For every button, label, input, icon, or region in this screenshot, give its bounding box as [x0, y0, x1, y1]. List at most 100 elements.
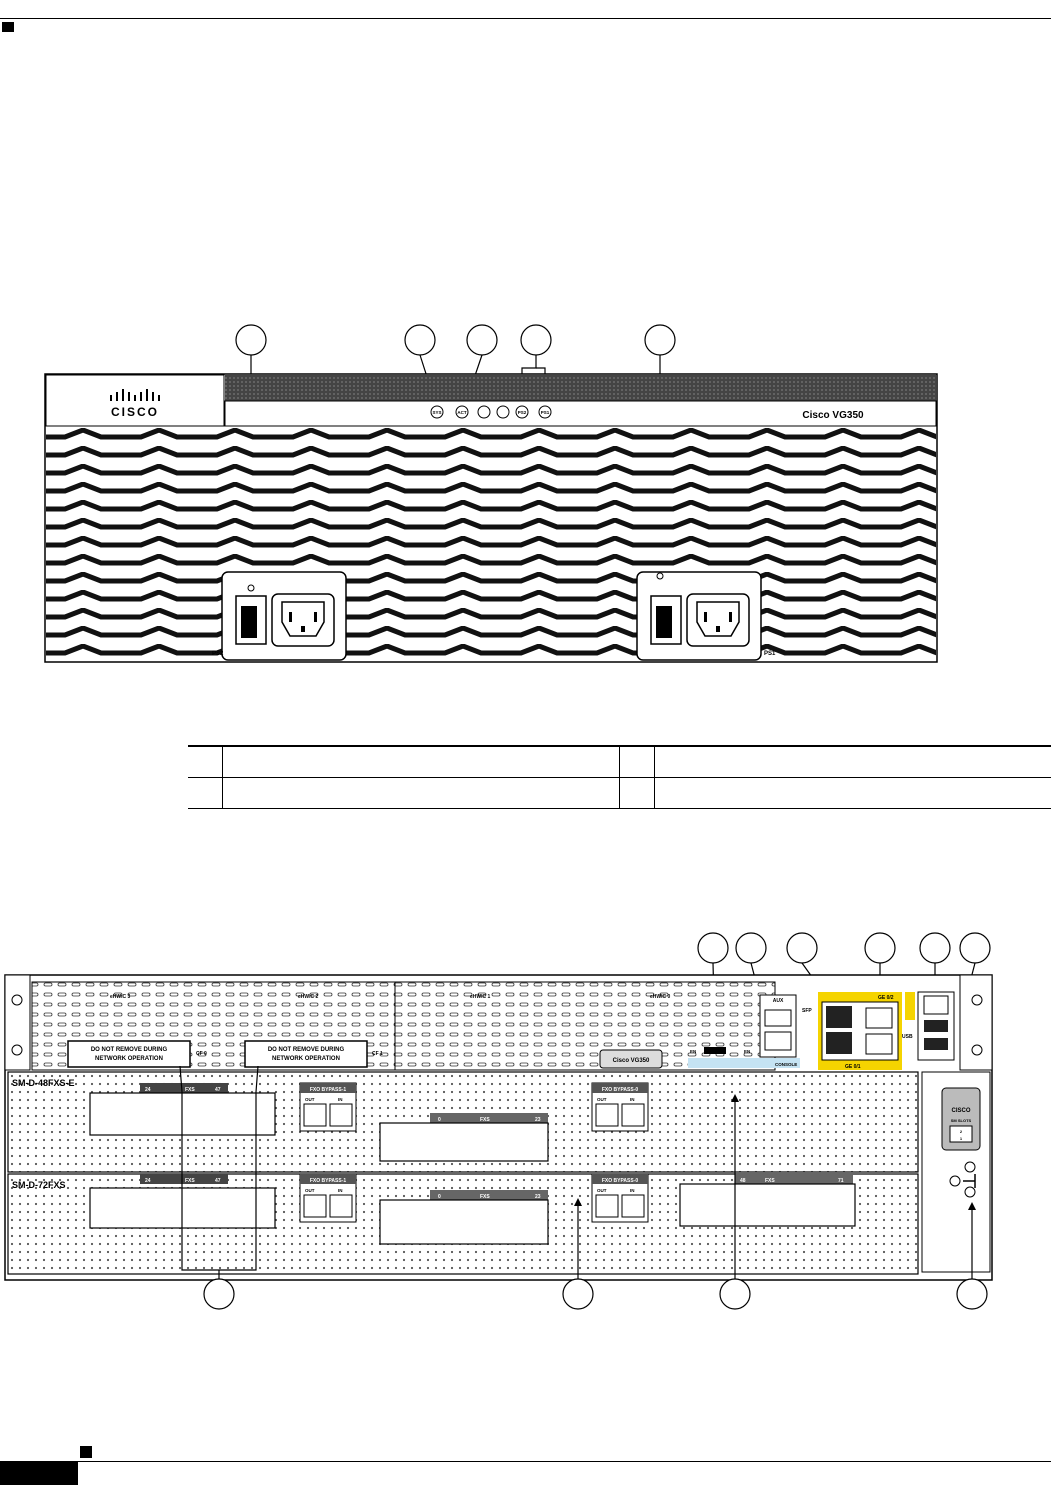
bottom-port-24: 24 — [145, 1178, 151, 1184]
sm-plate-brand: CISCO — [951, 1108, 970, 1114]
sfp-label: SFP — [802, 1008, 812, 1014]
table-cell — [619, 745, 655, 778]
rear-model-plate — [599, 1049, 663, 1069]
callout-15-circle — [956, 1278, 988, 1310]
fxo-bypass-1-bottom-out[interactable] — [303, 1194, 327, 1218]
table-cell — [654, 777, 1051, 809]
console-port[interactable] — [764, 1031, 792, 1051]
module-top-label: SM-D-48FXS-E — [12, 1078, 75, 1088]
rear-top-callouts — [697, 932, 991, 1044]
ge02-port[interactable] — [865, 1007, 893, 1029]
footer-rule — [0, 1461, 1051, 1462]
sm-slot-1-label: 1 — [960, 1136, 963, 1141]
callout-1-circle — [235, 324, 267, 356]
front-vent-strip — [225, 375, 936, 401]
aux-port[interactable] — [764, 1009, 792, 1027]
ehwic-right-bay — [394, 981, 776, 1071]
console-color-band — [688, 1058, 800, 1068]
front-leds: SYS ACT PS2 PS1 — [430, 405, 552, 419]
fxo-bypass-1-out[interactable] — [303, 1103, 327, 1127]
callout-14-circle — [719, 1278, 751, 1310]
callout-10-circle — [919, 932, 951, 964]
fxo0-out-label: OUT — [597, 1097, 607, 1102]
bottom-fxs-1: FXS — [185, 1178, 195, 1184]
led-ps1-label: PS1 — [541, 410, 550, 415]
fxo1-in-label: IN — [338, 1097, 343, 1102]
slot-1-label: eHWIC 1 — [470, 994, 491, 1000]
table-cell — [222, 745, 620, 778]
cf0-label: CF 0 — [196, 1051, 207, 1057]
fxo-bypass-0-bottom-out[interactable] — [595, 1194, 619, 1218]
top-port-47: 47 — [215, 1087, 221, 1093]
ethernet-port-small[interactable] — [923, 995, 949, 1015]
cf1-warning-line1: DO NOT REMOVE DURING — [268, 1047, 345, 1053]
cf1-warning-plate — [244, 1040, 368, 1068]
slot-0-label: eHWIC 0 — [650, 994, 671, 1000]
callout-3-circle — [466, 324, 498, 356]
header-marker — [2, 22, 14, 32]
table-row — [188, 777, 1051, 809]
ge02-label: GE 0/2 — [878, 995, 894, 1001]
front-brand: CISCO — [111, 405, 159, 419]
top-fxs-1: FXS — [185, 1087, 195, 1093]
front-model: Cisco VG350 — [802, 410, 864, 421]
fxo0b-in-label: IN — [630, 1188, 635, 1193]
psu-left-label: PS2 — [212, 651, 224, 657]
table-row — [188, 745, 1051, 778]
cf0-warning-line2: NETWORK OPERATION — [95, 1056, 163, 1062]
callout-5-circle — [644, 324, 676, 356]
slot-2-label: eHWIC 2 — [298, 994, 319, 1000]
callout-11-circle — [959, 932, 991, 964]
psu-right-label: PS1 — [764, 651, 776, 657]
fxo-bypass-1-bottom-label: FXO BYPASS-1 — [310, 1178, 347, 1184]
sfp-port-2[interactable] — [826, 1032, 852, 1054]
top-fxs-2: FXS — [480, 1117, 490, 1123]
bottom-port-23: 23 — [535, 1194, 541, 1200]
usb-port-2[interactable] — [924, 1038, 948, 1050]
fxs-connector-bottom-3[interactable] — [679, 1183, 856, 1227]
table-cell — [654, 745, 1051, 778]
fxs-connector-top-2[interactable] — [379, 1122, 549, 1162]
fxo-bypass-1-bottom-in[interactable] — [329, 1194, 353, 1218]
callout-8-circle — [786, 932, 818, 964]
bottom-fxs-2: FXS — [480, 1194, 490, 1200]
en-label-2: EN — [744, 1049, 750, 1054]
fxo0-in-label: IN — [630, 1097, 635, 1102]
cf0-warning-plate — [67, 1040, 191, 1068]
fxo-bypass-0-out[interactable] — [595, 1103, 619, 1127]
usb-console-port[interactable] — [704, 1047, 726, 1054]
callout-9-circle — [864, 932, 896, 964]
rear-panel-figure: eHWIC 3 eHWIC 2 eHWIC 1 eHWIC 0 DO NOT R… — [4, 932, 993, 1310]
fxo-bypass-0-label: FXO BYPASS-0 — [602, 1087, 639, 1093]
table-cell — [222, 777, 620, 809]
footer-marker — [80, 1446, 92, 1458]
bottom-fxs-3: FXS — [765, 1178, 775, 1184]
led-act-label: ACT — [457, 410, 466, 415]
header-rule — [0, 18, 1051, 19]
sfp-port-1[interactable] — [826, 1006, 852, 1028]
callout-12-circle — [203, 1278, 235, 1310]
fxo-bypass-0-bottom-label: FXO BYPASS-0 — [602, 1178, 639, 1184]
psu-left: PS2 — [212, 571, 347, 661]
top-port-0: 0 — [438, 1117, 441, 1123]
fxo-bypass-0-in[interactable] — [621, 1103, 645, 1127]
usb-port-1[interactable] — [924, 1020, 948, 1032]
bottom-port-47: 47 — [215, 1178, 221, 1184]
fxo-bypass-1-in[interactable] — [329, 1103, 353, 1127]
console-label: CONSOLE — [775, 1062, 797, 1067]
ground-icon — [949, 1174, 976, 1188]
ge01-port[interactable] — [865, 1033, 893, 1055]
slot-3-label: eHWIC 3 — [110, 994, 131, 1000]
fxo0b-out-label: OUT — [597, 1188, 607, 1193]
top-port-24: 24 — [145, 1087, 151, 1093]
callout-4-circle — [520, 324, 552, 356]
front-grille — [46, 428, 936, 661]
callout-6-circle — [697, 932, 729, 964]
fxo-bypass-0-bottom-in[interactable] — [621, 1194, 645, 1218]
fxo1-out-label: OUT — [305, 1097, 315, 1102]
fxs-connector-bottom-2[interactable] — [379, 1199, 549, 1245]
rear-model-label: Cisco VG350 — [613, 1058, 650, 1064]
psu-right: PS1 — [636, 571, 776, 661]
module-bottom-label: SM-D-72FXS — [12, 1180, 66, 1190]
table-cell — [188, 777, 223, 809]
